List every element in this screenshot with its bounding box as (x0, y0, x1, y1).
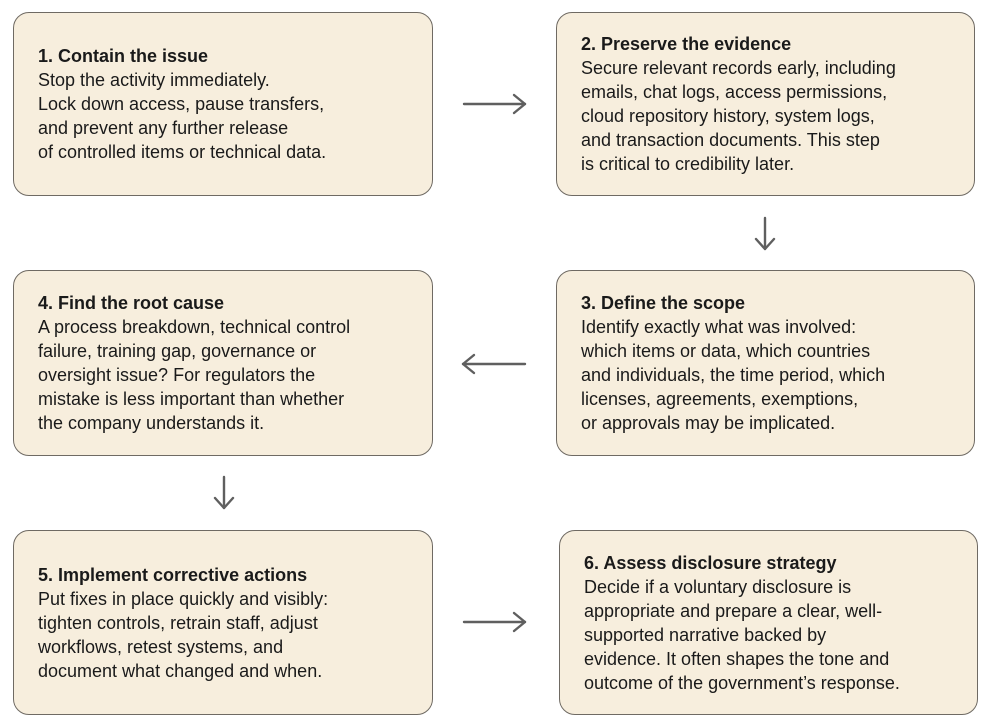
step-3-line: and individuals, the time period, which (581, 365, 886, 385)
arrow-down-icon (754, 216, 776, 251)
step-6-description: Decide if a voluntary disclosure is appr… (584, 575, 959, 695)
step-2-line: Secure relevant records early, including (581, 58, 896, 78)
step-4-line: A process breakdown, technical control (38, 317, 351, 337)
step-3-line: or approvals may be implicated. (581, 413, 836, 433)
step-2-title: 2. Preserve the evidence (581, 34, 792, 54)
step-4-line: oversight issue? For regulators the (38, 365, 316, 385)
step-3-line: which items or data, which countries (581, 341, 871, 361)
step-3-line: licenses, agreements, exemptions, (581, 389, 859, 409)
step-6-line: Decide if a voluntary disclosure is (584, 576, 852, 597)
step-5-line: Put fixes in place quickly and visibly: (38, 588, 329, 609)
step-3-box: 3. Define the scope Identify exactly wha… (556, 270, 975, 456)
step-2-line: cloud repository history, system logs, (581, 106, 875, 126)
arrow-left-icon (461, 353, 527, 375)
step-4-line: failure, training gap, governance or (38, 341, 317, 361)
step-2-line: is critical to credibility later. (581, 154, 795, 174)
step-3-description: Identify exactly what was involved: whic… (581, 315, 956, 435)
step-2-box: 2. Preserve the evidence Secure relevant… (556, 12, 975, 196)
step-2-line: and transaction documents. This step (581, 130, 880, 150)
arrow-right-icon (462, 93, 527, 115)
step-4-line: mistake is less important than whether (38, 389, 345, 409)
step-1-line: Lock down access, pause transfers, (38, 94, 325, 114)
step-1-line: of controlled items or technical data. (38, 142, 327, 162)
step-2-line: emails, chat logs, access permissions, (581, 82, 888, 102)
step-3-line: Identify exactly what was involved: (581, 317, 857, 337)
step-1-line: Stop the activity immediately. (38, 70, 270, 90)
step-6-box: 6. Assess disclosure strategy Decide if … (559, 530, 978, 715)
arrow-right-icon (462, 611, 527, 633)
step-6-line: supported narrative backed by (584, 624, 827, 645)
step-6-title: 6. Assess disclosure strategy (584, 552, 837, 573)
step-1-box: 1. Contain the issue Stop the activity i… (13, 12, 433, 196)
step-6-line: outcome of the government’s response. (584, 672, 900, 693)
step-4-box: 4. Find the root cause A process breakdo… (13, 270, 433, 456)
step-3-title: 3. Define the scope (581, 293, 746, 313)
step-1-line: and prevent any further release (38, 118, 289, 138)
arrow-down-icon (213, 475, 235, 510)
step-1-description: Stop the activity immediately. Lock down… (38, 68, 414, 164)
step-2-description: Secure relevant records early, including… (581, 56, 956, 176)
step-6-line: evidence. It often shapes the tone and (584, 648, 890, 669)
step-5-line: document what changed and when. (38, 660, 323, 681)
step-5-line: tighten controls, retrain staff, adjust (38, 612, 318, 633)
step-1-title: 1. Contain the issue (38, 46, 209, 66)
step-5-box: 5. Implement corrective actions Put fixe… (13, 530, 433, 715)
step-5-title: 5. Implement corrective actions (38, 564, 308, 585)
step-4-title: 4. Find the root cause (38, 293, 225, 313)
step-5-description: Put fixes in place quickly and visibly: … (38, 587, 414, 683)
step-4-line: the company understands it. (38, 413, 265, 433)
step-6-line: appropriate and prepare a clear, well- (584, 600, 883, 621)
step-5-line: workflows, retest systems, and (38, 636, 284, 657)
step-4-description: A process breakdown, technical control f… (38, 315, 414, 435)
